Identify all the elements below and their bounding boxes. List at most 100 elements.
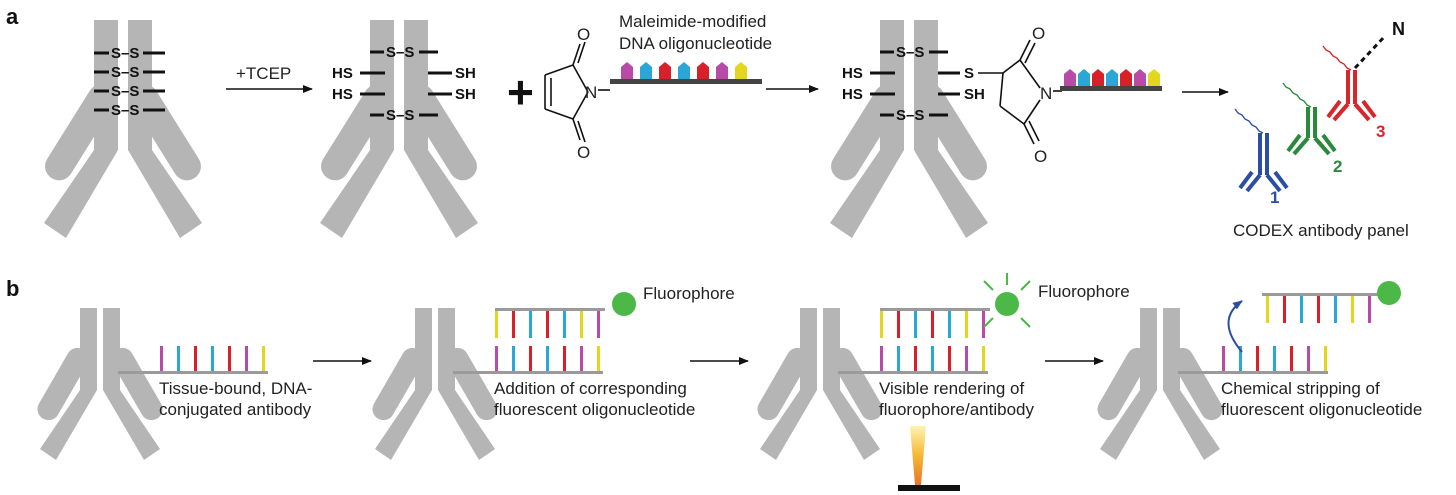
b3-top-base-4: [931, 311, 934, 338]
b3-top-base-7: [982, 311, 985, 338]
b4-top-base-4: [1317, 296, 1320, 323]
panel-antibody-blue: [1234, 108, 1289, 193]
atom-o-2: O: [577, 143, 590, 162]
b2-top-base-4: [546, 311, 549, 338]
dna-oligo-1: [621, 62, 747, 79]
panel-dashed-line: [1353, 34, 1387, 70]
atom-o-4: O: [1034, 147, 1047, 166]
b3-top-base-3: [914, 311, 917, 338]
bonds-a3: [870, 50, 960, 117]
panel-number-2: 2: [1333, 157, 1342, 176]
b1-base-6: [245, 346, 248, 371]
bases-b2: [495, 346, 600, 371]
panel-number-1: 1: [1270, 188, 1279, 207]
b2-base-7: [597, 346, 600, 371]
atom-o-1: O: [577, 25, 590, 44]
ss-label-1: S–S: [111, 45, 139, 62]
b3-top-base-5: [948, 311, 951, 338]
ss-label-6: S–S: [386, 107, 414, 124]
oligo2-base-3: [1092, 69, 1104, 86]
fluorophore-dot-b3: [995, 292, 1019, 316]
b4-top-base-3: [1300, 296, 1303, 323]
bases-b4-top: [1266, 296, 1371, 323]
panel-label-b: b: [6, 276, 19, 301]
strand-b2: [453, 371, 603, 374]
panel-n-label: N: [1392, 19, 1405, 39]
s-label: S: [964, 65, 974, 82]
plus-sign: +: [507, 66, 534, 118]
atom-o-3: O: [1032, 24, 1045, 43]
fluorophore-label-b3: Fluorophore: [1038, 282, 1130, 301]
hs-label-2: HS: [332, 86, 353, 103]
b1-base-5: [228, 346, 231, 371]
bonds-a2: [360, 50, 452, 117]
bases-b3-top: [880, 311, 985, 338]
dna-backbone-2: [1060, 86, 1162, 91]
antibody-b1: [37, 308, 163, 460]
b3-base-5: [948, 346, 951, 371]
antibody-b3: [757, 308, 883, 460]
ss-label-4: S–S: [111, 102, 139, 119]
bases-b3: [880, 346, 985, 371]
ss-label-2: S–S: [111, 64, 139, 81]
step3-text-1: Visible rendering of: [879, 379, 1024, 398]
b1-base-4: [211, 346, 214, 371]
panel-antibody-red: [1322, 45, 1377, 122]
sh-label-2: SH: [455, 86, 476, 103]
b2-top-base-7: [597, 311, 600, 338]
strip-arrow: [1227, 300, 1243, 353]
b4-base-7: [1324, 346, 1327, 371]
step2-text-1: Addition of corresponding: [494, 379, 687, 398]
oligo1-base-5: [697, 62, 709, 79]
b1-base-3: [194, 346, 197, 371]
oligo2-base-4: [1106, 69, 1118, 86]
fluorophore-rays: [983, 273, 1031, 328]
b3-top-base-1: [880, 311, 883, 338]
b2-top-base-2: [512, 311, 515, 338]
b2-base-5: [563, 346, 566, 371]
b2-base-3: [529, 346, 532, 371]
b4-base-6: [1307, 346, 1310, 371]
b2-top-base-1: [495, 311, 498, 338]
b4-top-base-1: [1266, 296, 1269, 323]
fluor-strand-b3: [880, 308, 990, 311]
b3-base-7: [982, 346, 985, 371]
dna-oligo-2: [1064, 69, 1160, 86]
ss-label-3: S–S: [111, 83, 139, 100]
panel-number-3: 3: [1376, 122, 1385, 141]
step2-text-2: fluorescent oligonucleotide: [494, 400, 695, 419]
b4-top-base-2: [1283, 296, 1286, 323]
excitation-beam: [910, 426, 926, 485]
hs-label-4: HS: [842, 86, 863, 103]
oligo1-base-4: [678, 62, 690, 79]
b3-base-6: [965, 346, 968, 371]
atom-n-2: N: [1040, 84, 1052, 103]
codex-caption: CODEX antibody panel: [1233, 221, 1409, 240]
b2-top-base-5: [563, 311, 566, 338]
fluorophore-label-b2: Fluorophore: [643, 284, 735, 303]
disulfide-bonds-a1: [94, 51, 165, 112]
b4-base-3: [1256, 346, 1259, 371]
panel-label-a: a: [6, 4, 19, 29]
antibody-b2: [372, 308, 498, 460]
ss-label-8: S–S: [896, 107, 924, 124]
b1-base-2: [177, 346, 180, 371]
b4-base-5: [1290, 346, 1293, 371]
oligo1-base-3: [659, 62, 671, 79]
antibody-a1: [44, 20, 202, 238]
oligo2-base-5: [1120, 69, 1132, 86]
oligo1-base-7: [735, 62, 747, 79]
succinimide-ring: [978, 39, 1062, 145]
strand-b3: [838, 371, 988, 374]
b1-base-7: [262, 346, 265, 371]
b4-base-1: [1222, 346, 1225, 371]
b2-base-2: [512, 346, 515, 371]
dna-backbone-1: [610, 79, 762, 84]
b4-top-base-7: [1368, 296, 1371, 323]
strand-b4: [1178, 371, 1328, 374]
oligo2-base-2: [1078, 69, 1090, 86]
b2-top-base-6: [580, 311, 583, 338]
b3-base-4: [931, 346, 934, 371]
b1-base-1: [160, 346, 163, 371]
